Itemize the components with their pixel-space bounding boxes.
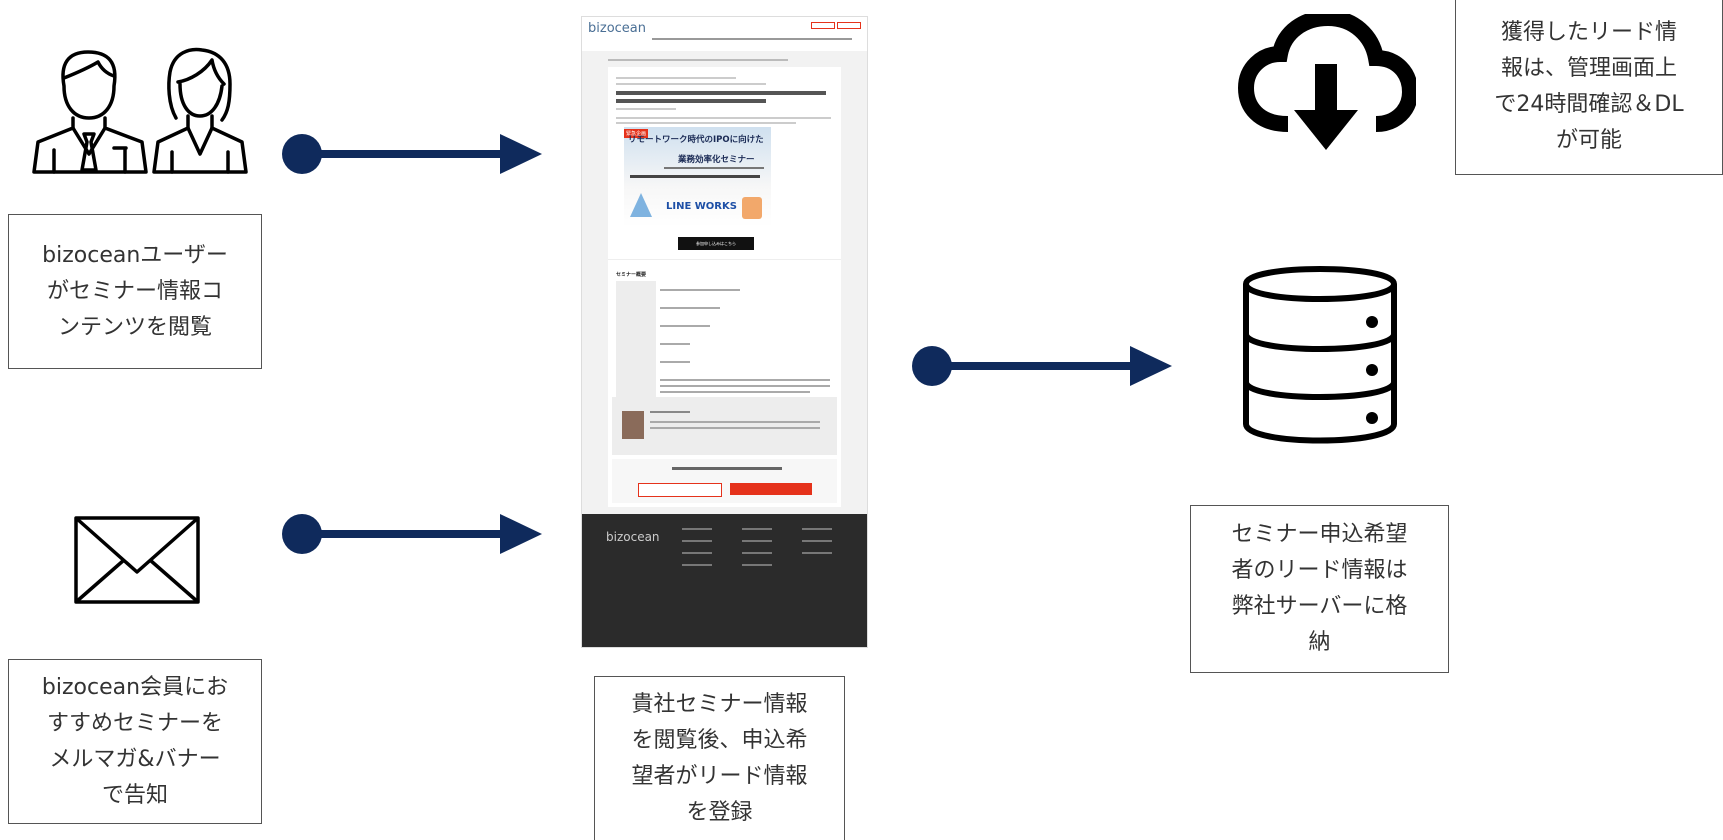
webpage-speaker-profile	[612, 397, 837, 455]
webpage-breadcrumb	[608, 59, 788, 61]
webpage-join-section	[612, 459, 837, 503]
box-line: 貴社セミナー情報	[631, 691, 808, 717]
box-line: セミナー申込希望	[1231, 522, 1408, 547]
webpage-seminar-banner: 緊急企画 リモートワーク時代のIPOに向けた 業務効率化セミナー LINE WO…	[624, 127, 771, 227]
user-view-box: bizoceanユーザー がセミナー情報コ ンテンツを閲覧	[8, 214, 262, 369]
seminar-webpage-screenshot: bizocean 緊急企画 リモートワーク時代のIPOに向けた 業務効率化セミナ…	[581, 16, 868, 648]
business-people-icon	[32, 47, 248, 174]
banner-tag: 緊急企画	[624, 129, 649, 138]
webpage-nav	[652, 38, 852, 40]
box-line: 獲得したリード情	[1500, 20, 1677, 45]
box-line: 者のリード情報は	[1231, 558, 1408, 583]
envelope-icon	[74, 516, 200, 604]
box-line: ンテンツを閲覧	[57, 314, 212, 340]
footer-logo: bizocean	[606, 530, 660, 544]
webpage-logo: bizocean	[588, 21, 646, 36]
box-line: 望者がリード情報	[631, 763, 808, 789]
mail-notice-box: bizocean会員にお すすめセミナーを メルマガ&バナー で告知	[8, 659, 262, 824]
storage-box: セミナー申込希望 者のリード情報は 弊社サーバーに格 納	[1190, 505, 1449, 673]
webpage-footer: bizocean	[582, 514, 867, 647]
banner-title-line: リモートワーク時代のIPOに向けた	[628, 135, 764, 145]
box-line: 弊社サーバーに格	[1231, 594, 1408, 619]
webpage-register-button	[837, 22, 861, 29]
arrow-web-to-server	[912, 346, 1172, 386]
database-icon	[1243, 266, 1397, 444]
box-line: 納	[1308, 630, 1331, 655]
box-line: で24時間確認＆DL	[1494, 92, 1684, 117]
box-line: 報は、管理画面上	[1500, 56, 1677, 81]
box-line: を閲覧後、申込希	[631, 727, 808, 753]
banner-brand: LINE WORKS	[666, 201, 737, 212]
arrow-user-to-web	[282, 134, 542, 174]
box-line: がセミナー情報コ	[46, 278, 223, 304]
webpage-login-button	[811, 22, 835, 29]
box-line: すすめセミナーを	[46, 710, 223, 736]
cloud-download-icon	[1237, 14, 1416, 150]
box-line: メルマガ&バナー	[49, 746, 221, 772]
webpage-apply-button: 参加申し込みはこちら	[678, 237, 754, 250]
box-line: が可能	[1555, 128, 1622, 153]
banner-title-line: 業務効率化セミナー	[678, 155, 755, 165]
register-box: 貴社セミナー情報 を閲覧後、申込希 望者がリード情報 を登録	[594, 676, 845, 840]
download-box: 獲得したリード情 報は、管理画面上 で24時間確認＆DL が可能	[1455, 0, 1723, 175]
webpage-header: bizocean	[582, 17, 867, 51]
box-line: bizocean会員にお	[41, 674, 229, 700]
box-line: で告知	[101, 782, 168, 808]
box-line: bizoceanユーザー	[42, 242, 228, 268]
webpage-section-title: セミナー概要	[616, 272, 647, 278]
box-line: を登録	[686, 799, 753, 825]
arrow-mail-to-web	[282, 514, 542, 554]
